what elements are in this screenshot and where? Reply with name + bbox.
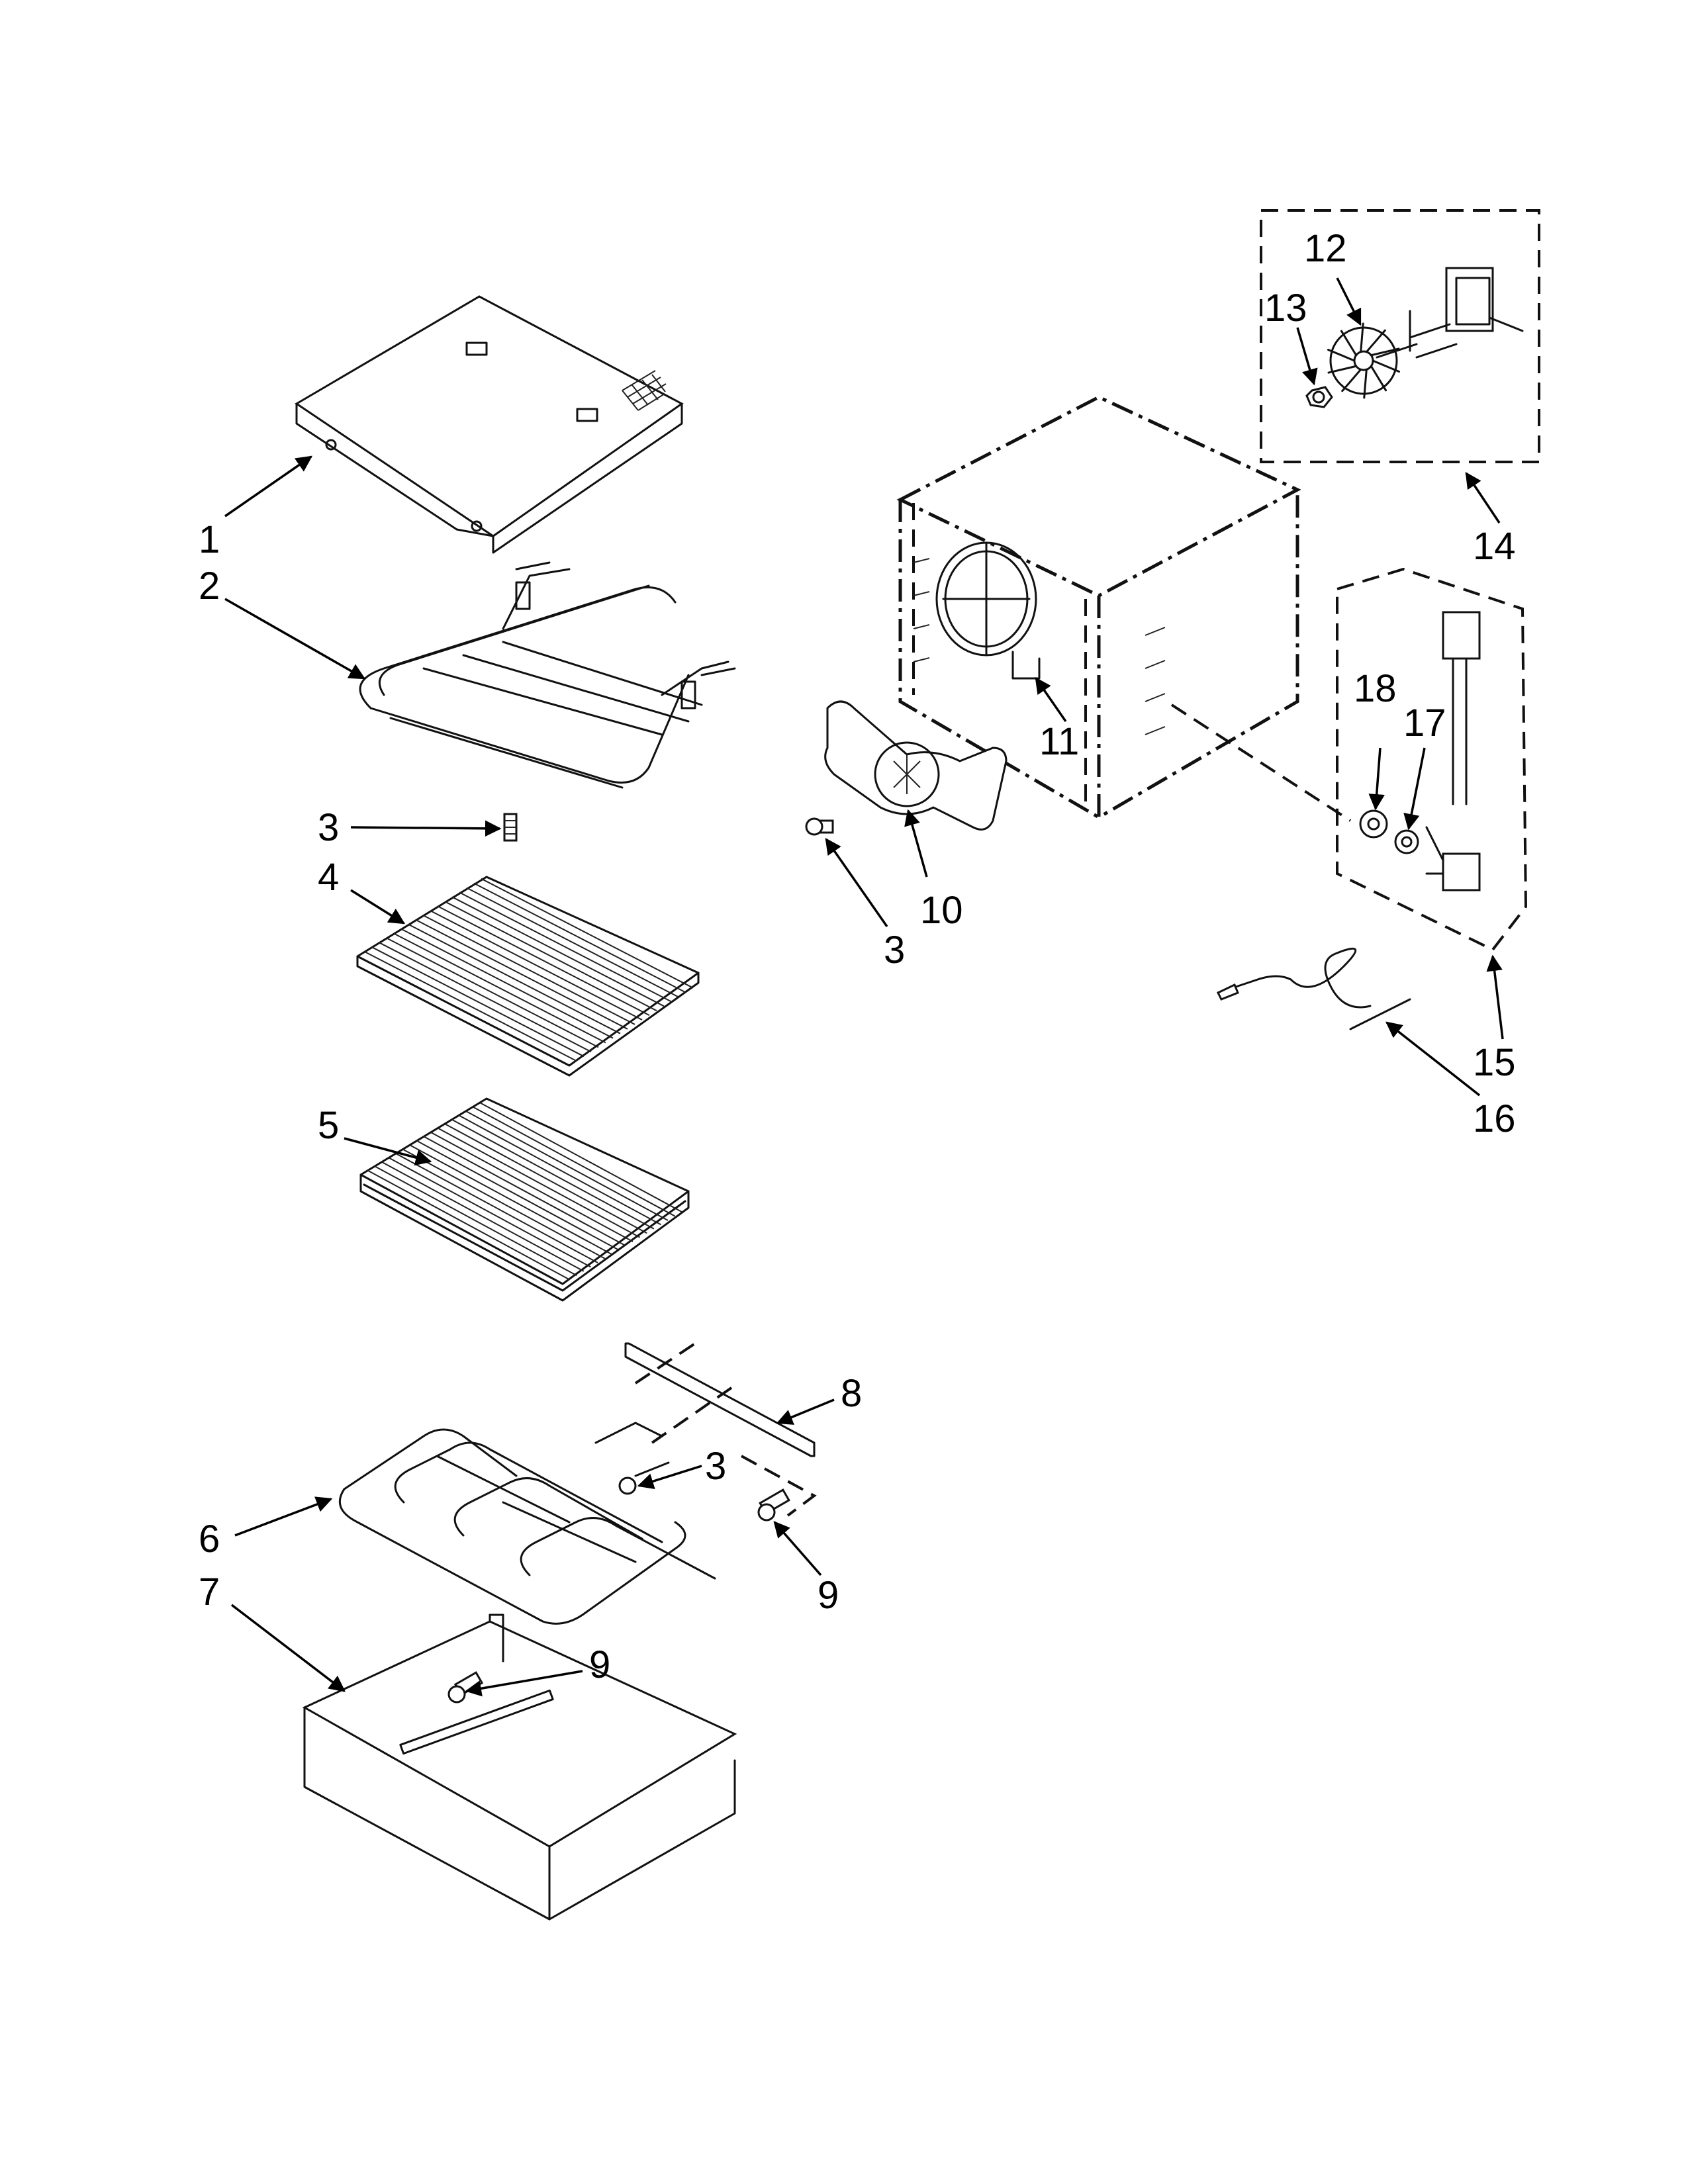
fan-blade-spoke bbox=[1372, 359, 1400, 373]
callout-9b: 9 bbox=[589, 1643, 610, 1686]
screw-part-3a bbox=[503, 813, 518, 842]
callout-14: 14 bbox=[1473, 525, 1516, 568]
fan-motor-part bbox=[1376, 267, 1524, 359]
rack-wire bbox=[422, 915, 635, 1025]
rack-wire bbox=[395, 1153, 598, 1263]
rack-wire bbox=[444, 901, 657, 1012]
fan-blade-part bbox=[1327, 322, 1400, 399]
rack-wire bbox=[374, 1165, 577, 1277]
callout-17: 17 bbox=[1403, 702, 1446, 745]
rack-wire bbox=[430, 1132, 633, 1242]
rack-wire bbox=[388, 1157, 591, 1268]
callout-16: 16 bbox=[1473, 1097, 1516, 1140]
rack-wire bbox=[381, 1161, 585, 1272]
convection-element-part bbox=[935, 541, 1041, 680]
screw-part-3c bbox=[805, 817, 834, 836]
rack-wire bbox=[459, 891, 672, 1003]
nut-part-13 bbox=[1305, 386, 1333, 408]
broil-element-part bbox=[359, 561, 736, 789]
rack-wire bbox=[437, 905, 650, 1016]
probe-connection-line bbox=[1170, 704, 1352, 822]
callout-5: 5 bbox=[318, 1104, 339, 1147]
rack-wire bbox=[444, 1123, 647, 1234]
callout-2: 2 bbox=[199, 565, 220, 608]
nut-part-18 bbox=[1359, 809, 1388, 839]
element-bracket-part bbox=[624, 1342, 817, 1517]
callout-10: 10 bbox=[920, 889, 963, 932]
rack-wire bbox=[423, 1136, 626, 1247]
rack-wire bbox=[451, 1118, 655, 1230]
fan-blade-spoke bbox=[1327, 348, 1356, 362]
rack-wire bbox=[415, 919, 628, 1030]
rack-wire bbox=[367, 1169, 571, 1281]
oven-rack-part bbox=[356, 876, 700, 1077]
callout-18: 18 bbox=[1354, 667, 1397, 710]
fan-motor-assembly-box bbox=[1260, 209, 1540, 463]
callout-3c: 3 bbox=[884, 929, 905, 972]
rack-wire bbox=[364, 951, 577, 1062]
rack-wire bbox=[402, 1148, 606, 1259]
rack-wire bbox=[458, 1115, 661, 1226]
rack-wire bbox=[386, 937, 599, 1048]
callout-7: 7 bbox=[199, 1570, 220, 1614]
callout-4: 4 bbox=[318, 856, 339, 899]
fan-cover-part bbox=[824, 700, 1008, 831]
meat-probe-part bbox=[1216, 947, 1411, 1030]
callout-3b: 3 bbox=[705, 1445, 726, 1488]
fan-blade-spoke bbox=[1363, 368, 1368, 399]
callout-11: 11 bbox=[1039, 720, 1079, 763]
callout-9a: 9 bbox=[818, 1574, 839, 1617]
fan-blade-spoke bbox=[1370, 347, 1400, 357]
rack-wire bbox=[400, 928, 614, 1039]
callout-3a: 3 bbox=[318, 806, 339, 849]
rack-wire bbox=[393, 933, 606, 1044]
rack-wire bbox=[430, 910, 643, 1021]
rack-wire bbox=[409, 1144, 612, 1255]
bake-element-part bbox=[338, 1422, 716, 1625]
screw-part-9a bbox=[757, 1488, 790, 1522]
oven-cavity bbox=[896, 395, 1301, 821]
rack-wire bbox=[473, 1106, 676, 1217]
callout-12: 12 bbox=[1304, 227, 1347, 270]
fan-blade-spoke bbox=[1327, 365, 1358, 374]
rack-wire bbox=[479, 1102, 682, 1213]
rack-wire bbox=[473, 882, 686, 993]
fan-blade-spoke bbox=[1341, 368, 1362, 392]
fan-blade-spoke bbox=[1360, 322, 1364, 353]
rack-wire bbox=[408, 923, 621, 1034]
washer-part-17 bbox=[1394, 829, 1419, 854]
rack-wire bbox=[466, 887, 679, 998]
rack-wire bbox=[481, 878, 694, 989]
probe-jack-assembly-box bbox=[1336, 567, 1528, 952]
leader-lines bbox=[224, 277, 1504, 1697]
rack-wire bbox=[438, 1127, 641, 1238]
rack-wire bbox=[451, 896, 665, 1007]
top-panel-part bbox=[295, 295, 684, 554]
bottom-cover-part bbox=[302, 1614, 737, 1921]
callout-1: 1 bbox=[199, 518, 220, 561]
callout-labels: 1 2 3 4 5 8 3 6 9 7 9 3 10 11 12 13 14 1… bbox=[199, 227, 1516, 1686]
fan-blade-spoke bbox=[1340, 330, 1358, 357]
callout-8: 8 bbox=[841, 1372, 862, 1415]
callout-6: 6 bbox=[199, 1518, 220, 1561]
rack-wire bbox=[465, 1111, 669, 1221]
callout-13: 13 bbox=[1264, 287, 1307, 330]
fan-blade-spoke bbox=[1365, 329, 1386, 353]
rack-wire bbox=[416, 1140, 620, 1251]
fan-blade-spoke bbox=[1370, 365, 1387, 392]
callout-15: 15 bbox=[1473, 1041, 1516, 1084]
rack-wire bbox=[379, 942, 592, 1053]
sliding-rack-part bbox=[359, 1097, 690, 1302]
rack-wire bbox=[371, 946, 585, 1058]
